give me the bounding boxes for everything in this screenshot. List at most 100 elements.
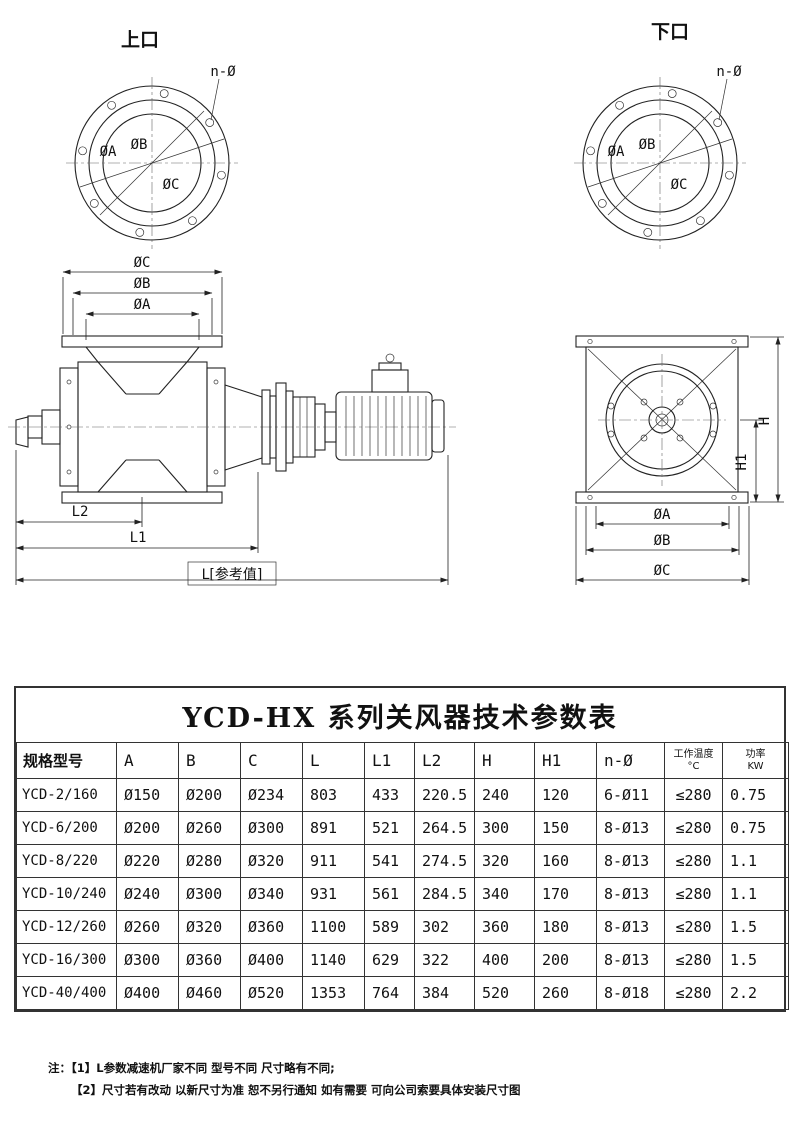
cell-h: 320 [474,844,535,878]
cell-h: 400 [474,943,535,977]
cell-b: Ø200 [178,778,241,812]
table-title: YCD-HX 系列关风器技术参数表 [182,702,618,734]
cell-h: 240 [474,778,535,812]
end-dim-h1-label: H1 [734,454,750,471]
header-l2: L2 [414,742,475,779]
side-dim-b-label: ØB [134,276,151,292]
table-row: YCD-40/400 Ø400 Ø460 Ø520 1353 764 384 5… [16,976,789,1010]
cell-model: YCD-16/300 [16,943,117,977]
cell-model: YCD-12/260 [16,910,117,944]
notes: 注：【1】L参数减速机厂家不同 型号不同 尺寸略有不同; 【2】尺寸若有改动 以… [48,1058,521,1102]
bottom-port-dia-a-label: ØA [608,144,625,160]
cell-l2: 220.5 [414,778,475,812]
header-power-line1: 功率 [745,749,766,760]
cell-h: 520 [474,976,535,1010]
header-working-temp: 工作温度 °C [664,742,723,779]
cell-c: Ø520 [240,976,303,1010]
cell-l: 803 [302,778,365,812]
cell-c: Ø234 [240,778,303,812]
cell-n-dia: 8-Ø13 [596,910,665,944]
table-row: YCD-16/300 Ø300 Ø360 Ø400 1140 629 322 4… [16,943,789,977]
cell-l1: 629 [364,943,415,977]
end-view-right-dims [740,336,784,503]
header-working-temp-line1: 工作温度 [673,749,714,760]
cell-a: Ø150 [116,778,179,812]
cell-power: 0.75 [722,778,789,812]
cell-b: Ø320 [178,910,241,944]
cell-working-temp: ≤280 [664,811,723,845]
cell-c: Ø300 [240,811,303,845]
cell-a: Ø240 [116,877,179,911]
end-dim-c-label: ØC [654,563,671,579]
end-dim-h-label: H [757,417,773,425]
cell-l: 911 [302,844,365,878]
side-dim-l-ref-label: L[参考值] [202,566,263,583]
cell-a: Ø200 [116,811,179,845]
cell-power: 1.1 [722,877,789,911]
header-power: 功率 KW [722,742,789,779]
cell-model: YCD-10/240 [16,877,117,911]
header-c: C [240,742,303,779]
cell-l2: 274.5 [414,844,475,878]
cell-a: Ø400 [116,976,179,1010]
top-port-flange-view: 上口 n-Ø ØA ØB ØC [65,29,239,250]
header-a: A [116,742,179,779]
cell-n-dia: 8-Ø13 [596,844,665,878]
top-port-title: 上口 [121,29,159,51]
cell-l1: 433 [364,778,415,812]
cell-working-temp: ≤280 [664,877,723,911]
note-1-text: 【1】L参数减速机厂家不同 型号不同 尺寸略有不同; [71,1061,335,1075]
header-n-dia: n-Ø [596,742,665,779]
cell-l: 1100 [302,910,365,944]
technical-drawing: 上口 n-Ø ØA ØB ØC 下口 n-Ø ØA ØB ØC [8,21,784,586]
end-dim-b-label: ØB [654,533,671,549]
cell-working-temp: ≤280 [664,778,723,812]
cell-l2: 264.5 [414,811,475,845]
cell-h1: 160 [534,844,597,878]
cell-b: Ø460 [178,976,241,1010]
cell-l2: 384 [414,976,475,1010]
cell-c: Ø360 [240,910,303,944]
table-row: YCD-6/200 Ø200 Ø260 Ø300 891 521 264.5 3… [16,811,789,845]
cell-l1: 521 [364,811,415,845]
cell-l1: 589 [364,910,415,944]
motor-terminal-box [371,369,409,393]
end-view-bottom-dims [575,506,750,585]
side-dim-l2-label: L2 [72,504,89,520]
cell-power: 1.5 [722,910,789,944]
header-l1: L1 [364,742,415,779]
note-2-text: 【2】尺寸若有改动 以新尺寸为准 恕不另行通知 如有需要 可向公司索要具体安装尺… [71,1082,521,1097]
cell-power: 1.1 [722,844,789,878]
cell-n-dia: 6-Ø11 [596,778,665,812]
cell-working-temp: ≤280 [664,910,723,944]
side-dim-c-label: ØC [134,255,151,271]
bottom-port-title: 下口 [651,21,689,43]
table-row: YCD-8/220 Ø220 Ø280 Ø320 911 541 274.5 3… [16,844,789,878]
cell-b: Ø360 [178,943,241,977]
cell-a: Ø260 [116,910,179,944]
cell-l2: 284.5 [414,877,475,911]
table-header-row: 规格型号 A B C L L1 L2 H H1 n-Ø 工作温度 °C 功率 [16,742,789,779]
table-row: YCD-2/160 Ø150 Ø200 Ø234 803 433 220.5 2… [16,778,789,812]
cell-h1: 180 [534,910,597,944]
note-line-2: 【2】尺寸若有改动 以新尺寸为准 恕不另行通知 如有需要 可向公司索要具体安装尺… [71,1080,521,1102]
valve-body [15,335,226,504]
cell-l: 1140 [302,943,365,977]
header-model: 规格型号 [16,742,117,779]
cell-h1: 200 [534,943,597,977]
cell-h1: 150 [534,811,597,845]
side-view-top-dims [62,269,223,340]
cell-l1: 541 [364,844,415,878]
bottom-port-bolt-label: n-Ø [716,64,742,80]
note-line-1: 注：【1】L参数减速机厂家不同 型号不同 尺寸略有不同; [48,1058,521,1080]
side-dim-a-label: ØA [134,297,151,313]
cell-power: 2.2 [722,976,789,1010]
note-prefix: 注： [48,1061,71,1075]
cell-l2: 322 [414,943,475,977]
cell-b: Ø260 [178,811,241,845]
top-port-dia-b-label: ØB [131,137,148,153]
cell-h: 340 [474,877,535,911]
cell-h: 360 [474,910,535,944]
cell-l: 931 [302,877,365,911]
